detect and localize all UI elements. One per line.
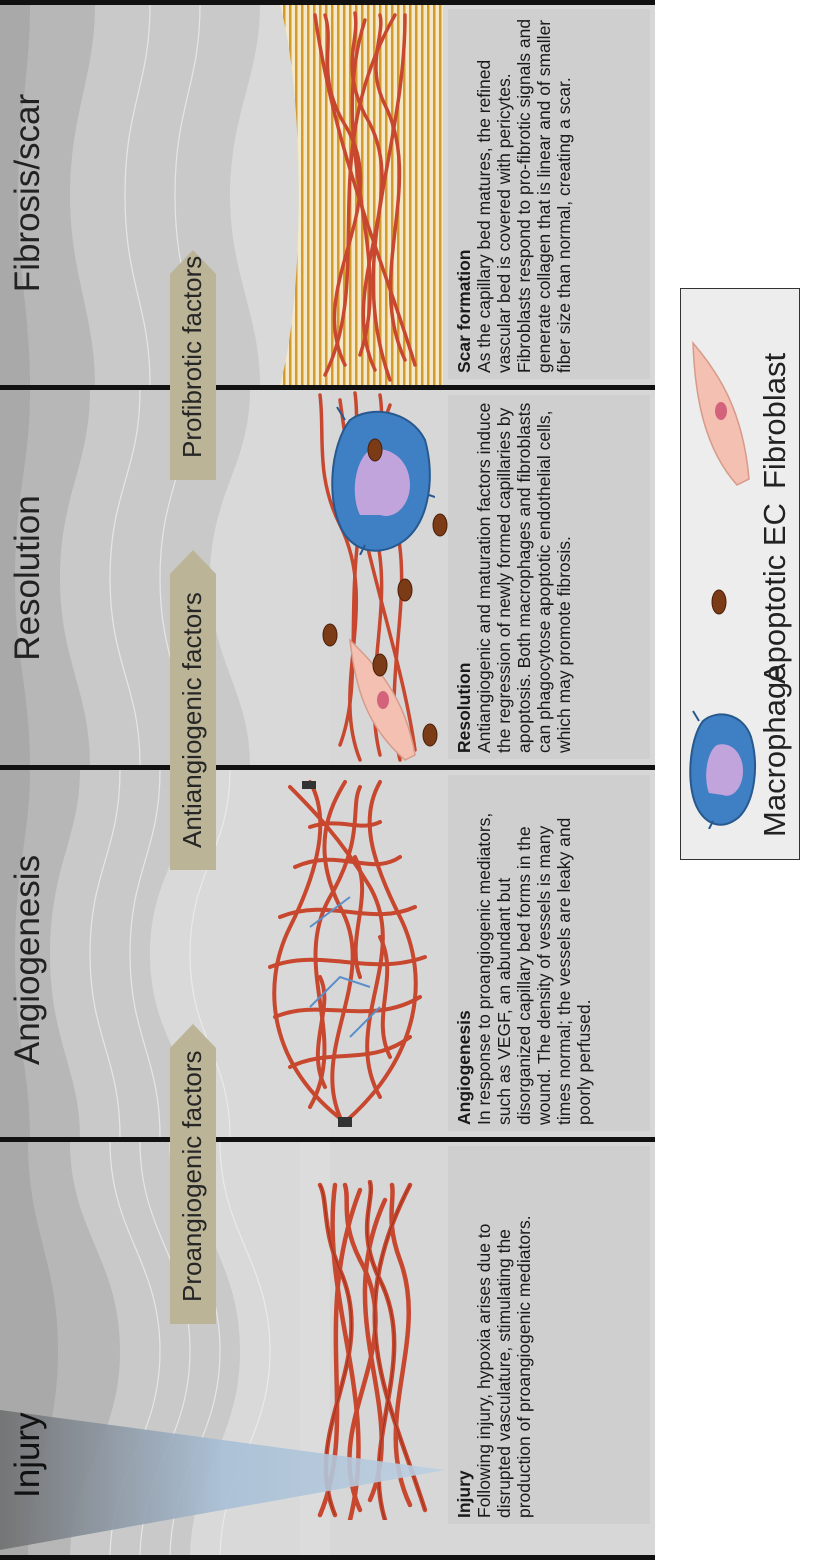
description-angiogenesis-text: In response to proangiogenic mediators, … (474, 813, 594, 1125)
description-injury-text: Following injury, hypoxia arises due to … (474, 1215, 534, 1518)
description-scar-title: Scar formation (454, 15, 474, 373)
legend: Macrophage Apoptotic EC Fibroblast (680, 288, 800, 860)
panel-fibrosis: Scar formation As the capillary bed matu… (0, 5, 655, 385)
injury-label: Injury (8, 1412, 48, 1498)
factor-arrow-proangiogenic: Proangiogenic factors (170, 1024, 216, 1324)
description-scar-text: As the capillary bed matures, the refine… (474, 19, 574, 373)
legend-label-fibroblast: Fibroblast (757, 353, 793, 489)
stage-title-angiogenesis: Angiogenesis (8, 855, 48, 1065)
divider-1 (0, 1137, 655, 1142)
factor-arrow-antiangiogenic: Antiangiogenic factors (170, 550, 216, 870)
factor-label-antiangiogenic: Antiangiogenic factors (177, 592, 208, 848)
legend-fibroblast-icon (689, 339, 753, 489)
description-angiogenesis: Angiogenesis In response to proangiogeni… (448, 775, 650, 1131)
stage-title-fibrosis: Fibrosis/scar (8, 94, 48, 292)
factor-label-profibrotic: Profibrotic factors (177, 256, 208, 458)
capillary-bed-angiogenesis (250, 777, 440, 1127)
panel-angiogenesis: Angiogenesis In response to proangiogeni… (0, 770, 655, 1137)
legend-label-macrophage: Macrophage (757, 665, 793, 837)
factor-label-proangiogenic: Proangiogenic factors (177, 1051, 208, 1302)
legend-macrophage-icon (685, 709, 757, 829)
divider-2 (0, 765, 655, 770)
skin-layer-resolution (0, 390, 330, 765)
description-injury: Injury Following injury, hypoxia arises … (448, 1146, 650, 1524)
divider-4 (0, 0, 655, 5)
factor-arrow-profibrotic: Profibrotic factors (170, 250, 216, 480)
divider-3 (0, 385, 655, 390)
description-resolution-text: Antiangiogenic and maturation factors in… (474, 403, 574, 753)
legend-apoptotic-ec-icon (709, 587, 729, 617)
description-angiogenesis-title: Angiogenesis (454, 781, 474, 1125)
description-resolution: Resolution Antiangiogenic and maturation… (448, 395, 650, 759)
frame-left (0, 1555, 655, 1560)
stage-title-resolution: Resolution (8, 495, 48, 660)
legend-label-apoptotic-ec: Apoptotic EC (757, 503, 793, 684)
apoptotic-ec-group (300, 390, 450, 765)
description-resolution-title: Resolution (454, 401, 474, 753)
description-scar: Scar formation As the capillary bed matu… (448, 9, 650, 379)
collagen-scar (265, 5, 450, 385)
panel-resolution: Resolution Antiangiogenic and maturation… (0, 390, 655, 765)
